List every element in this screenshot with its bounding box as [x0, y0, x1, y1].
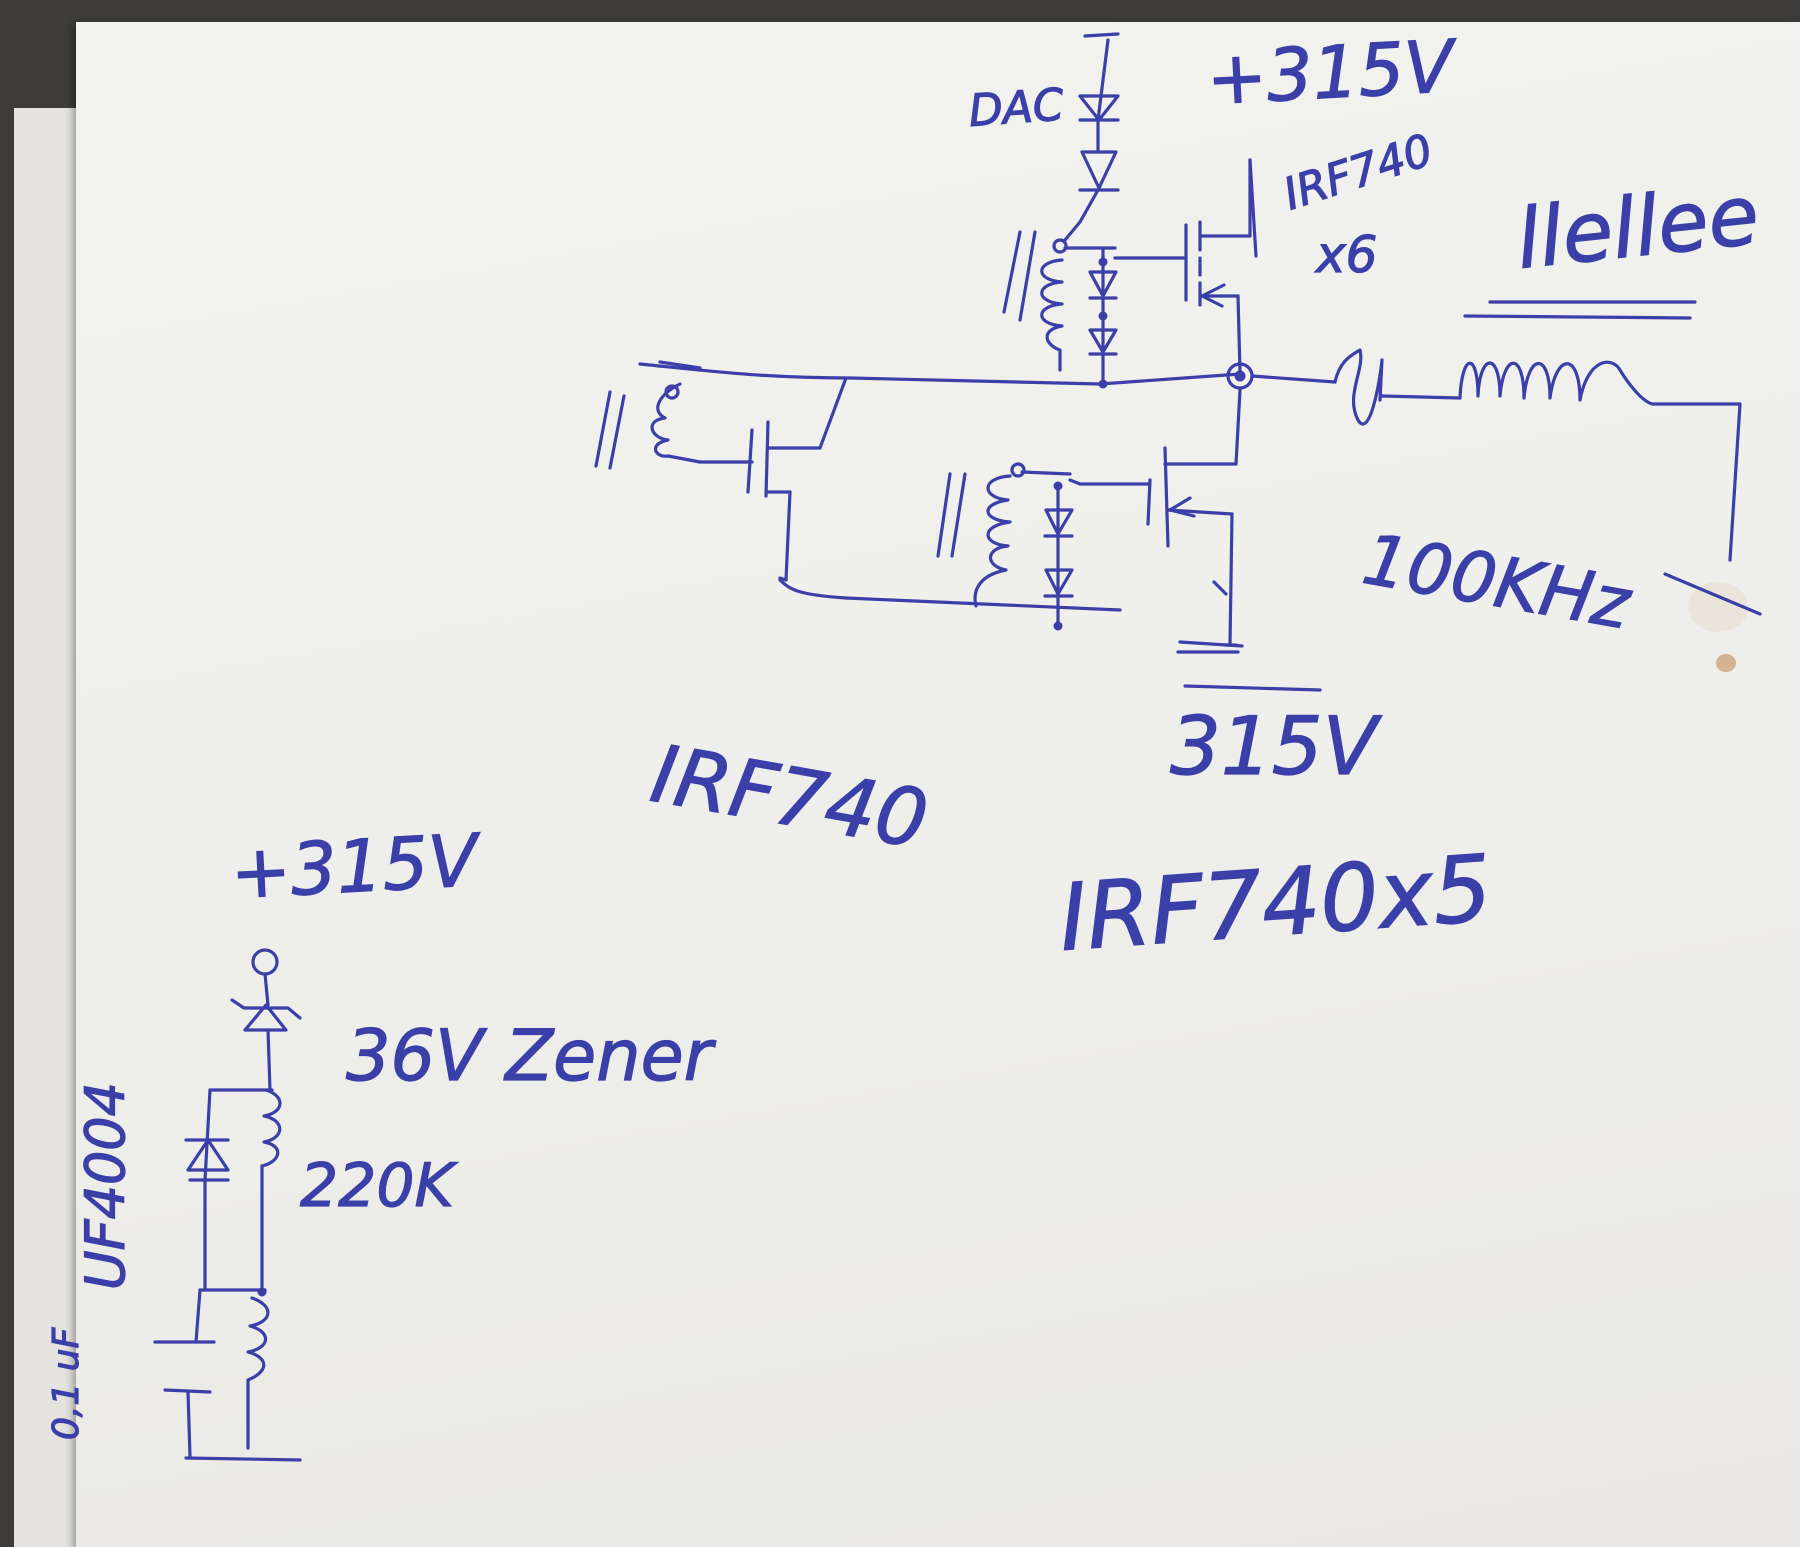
upper-mosfet — [1113, 158, 1258, 374]
lower-mosfet — [1146, 388, 1244, 654]
top-mosfet-count-label: x6 — [1314, 226, 1377, 284]
upper-gate-transformer — [1002, 230, 1118, 389]
frequency-label: 100KHz — [1357, 518, 1638, 646]
bottom-supply-label: 315V — [1170, 700, 1383, 793]
capacitor-label: 0,1 uF — [46, 1326, 87, 1440]
top-mosfet-part-label: IRF740 — [1278, 125, 1439, 221]
paper-stain — [1688, 582, 1748, 632]
dac-diode-stack — [1063, 32, 1120, 242]
left-mosfet — [698, 376, 1122, 612]
dac-label: DAC — [967, 79, 1065, 137]
diode-part-label: UF4004 — [74, 1082, 137, 1290]
bottom-mosfet-part-label: IRF740x5 — [1056, 835, 1495, 972]
bottom-supply-overbar — [1183, 684, 1322, 692]
zener-label: 36V Zener — [346, 1015, 717, 1097]
resistor-label: 220K — [300, 1151, 459, 1221]
top-supply-label: +315V — [1204, 24, 1460, 121]
bias-supply-label: +315V — [228, 818, 484, 915]
coil-label: llellee — [1512, 168, 1763, 288]
paper-stain — [1716, 654, 1736, 672]
midpoint-bus — [638, 348, 1462, 426]
mid-part-label: IRF740 — [645, 727, 935, 867]
paper-sheet — [76, 22, 1800, 1547]
left-gate-transformer — [594, 360, 702, 470]
output-coil — [1458, 300, 1762, 616]
bias-circuit — [153, 948, 302, 1462]
lower-gate-transformer — [936, 462, 1152, 631]
